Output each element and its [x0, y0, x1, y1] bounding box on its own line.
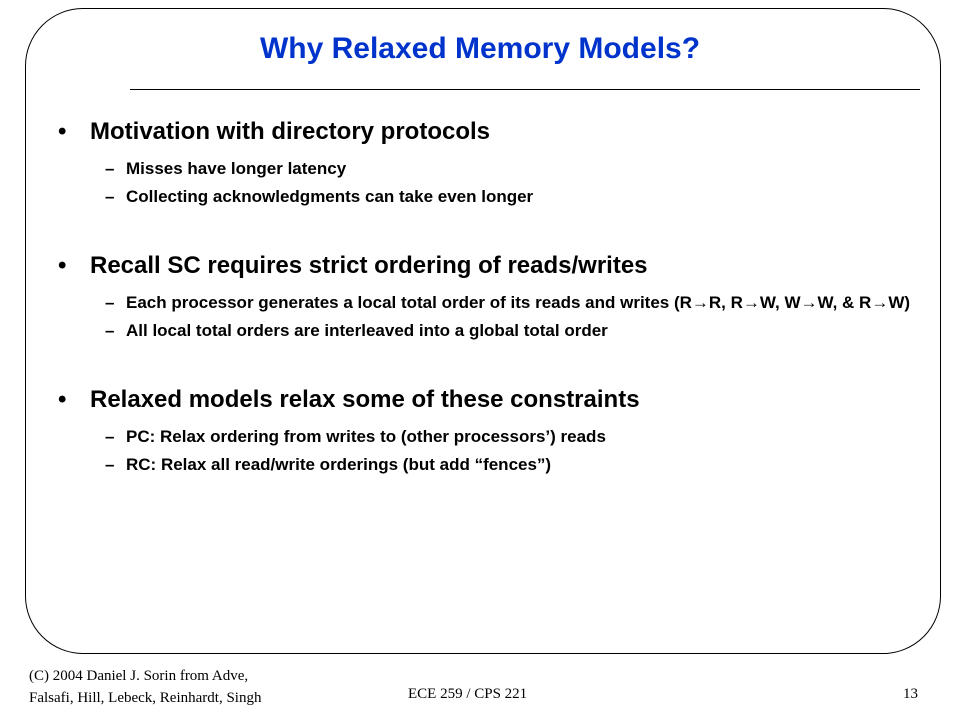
- bullet-item: • Recall SC requires strict ordering of …: [58, 247, 918, 285]
- bullet-group-motivation: • Motivation with directory protocols – …: [58, 113, 918, 207]
- sub-bullet-text: PC: Relax ordering from writes to (other…: [126, 427, 606, 446]
- footer-course: ECE 259 / CPS 221: [408, 686, 528, 702]
- sub-bullet-item: – All local total orders are interleaved…: [105, 320, 918, 341]
- sub-bullet-marker: –: [105, 293, 115, 312]
- sub-bullet-marker: –: [105, 427, 115, 446]
- sub-bullet-text: All local total orders are interleaved i…: [126, 321, 608, 340]
- sub-bullet-text: Each processor generates a local total o…: [126, 293, 911, 312]
- slide-frame: [25, 8, 941, 654]
- footer-page-number: 13: [903, 686, 918, 702]
- bullet-marker: •: [58, 386, 67, 413]
- sub-bullet-item: – Misses have longer latency: [105, 158, 918, 179]
- footer-copyright: (C) 2004 Daniel J. Sorin from Adve, Fals…: [29, 665, 261, 709]
- footer-copyright-line: Falsafi, Hill, Lebeck, Reinhardt, Singh: [29, 690, 262, 706]
- title-divider: [130, 89, 920, 90]
- sub-bullet-marker: –: [105, 455, 115, 474]
- bullet-item: • Motivation with directory protocols: [58, 113, 918, 151]
- bullet-marker: •: [58, 118, 67, 145]
- bullet-group-sc: • Recall SC requires strict ordering of …: [58, 247, 918, 341]
- sub-bullet-text: Collecting acknowledgments can take even…: [126, 187, 534, 206]
- bullet-item: • Relaxed models relax some of these con…: [58, 381, 918, 419]
- bullet-text: Recall SC requires strict ordering of re…: [90, 252, 648, 279]
- sub-bullet-marker: –: [105, 187, 115, 206]
- sub-bullet-item: – RC: Relax all read/write orderings (bu…: [105, 454, 918, 475]
- bullet-text: Motivation with directory protocols: [90, 118, 491, 145]
- bullet-marker: •: [58, 252, 67, 279]
- sub-bullet-item: – PC: Relax ordering from writes to (oth…: [105, 426, 918, 447]
- footer-copyright-line: (C) 2004 Daniel J. Sorin from Adve,: [29, 668, 249, 684]
- sub-bullet-text: RC: Relax all read/write orderings (but …: [126, 455, 552, 474]
- bullet-group-relaxed: • Relaxed models relax some of these con…: [58, 381, 918, 475]
- slide-content: • Motivation with directory protocols – …: [58, 113, 918, 475]
- bullet-text: Relaxed models relax some of these const…: [90, 386, 640, 413]
- sub-bullet-marker: –: [105, 321, 115, 340]
- sub-bullet-text: Misses have longer latency: [126, 159, 347, 178]
- slide-title: Why Relaxed Memory Models?: [259, 32, 701, 65]
- sub-bullet-item: – Collecting acknowledgments can take ev…: [105, 186, 918, 207]
- sub-bullet-marker: –: [105, 159, 115, 178]
- sub-bullet-item: – Each processor generates a local total…: [105, 292, 918, 313]
